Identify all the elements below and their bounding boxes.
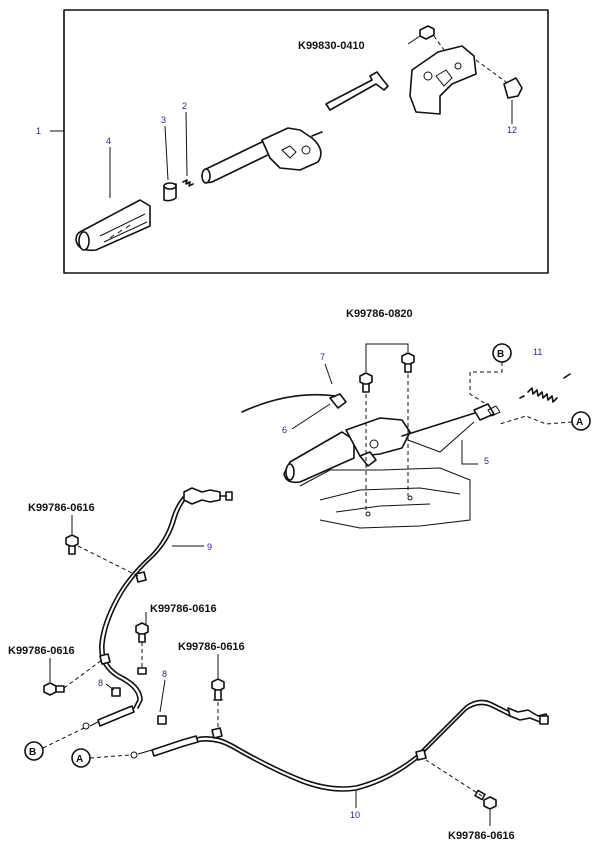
part-number-bolt-left-lower: K99786-0616 bbox=[8, 645, 75, 657]
bolt-left-lower bbox=[43, 682, 65, 696]
callout-3: 3 bbox=[161, 115, 166, 125]
callout-8b: 8 bbox=[162, 669, 167, 679]
bolt-center bbox=[211, 678, 225, 701]
callout-4: 4 bbox=[106, 136, 111, 146]
connector-b-top: B bbox=[497, 349, 504, 360]
bolt-mid bbox=[135, 622, 149, 643]
callout-5: 5 bbox=[484, 456, 489, 466]
lever-body bbox=[201, 127, 323, 184]
lever-assembly-box: 1 4 3 2 bbox=[36, 9, 549, 274]
bolt-pair bbox=[359, 352, 415, 512]
lever-grip bbox=[75, 199, 151, 252]
callout-11: 11 bbox=[533, 347, 542, 357]
callout-9: 9 bbox=[207, 542, 212, 552]
rear-cable-10 bbox=[130, 699, 549, 792]
part-number-bolt-left-upper: K99786-0616 bbox=[28, 502, 95, 514]
connector-b-left: B bbox=[29, 747, 36, 758]
bolt-bottom bbox=[474, 789, 497, 810]
cable-clip bbox=[475, 59, 523, 99]
bolt-top bbox=[419, 25, 445, 51]
button-spring bbox=[182, 179, 194, 187]
callout-12: 12 bbox=[507, 125, 517, 135]
connector-a-right: A bbox=[576, 417, 583, 428]
callout-10: 10 bbox=[350, 810, 360, 820]
connector-a-left: A bbox=[76, 754, 83, 765]
callout-2: 2 bbox=[182, 101, 187, 111]
part-number-bolt-mid: K99786-0616 bbox=[150, 603, 217, 615]
callout-8a: 8 bbox=[98, 678, 103, 688]
installed-lever-view: 6 7 K99786-0820 5 bbox=[241, 308, 591, 529]
rear-cable-9 bbox=[82, 487, 233, 730]
bolt-left-upper bbox=[65, 534, 79, 555]
part-number-bolt-bottom: K99786-0616 bbox=[448, 830, 515, 842]
release-button bbox=[163, 182, 177, 202]
part-number-bolt-pair: K99786-0820 bbox=[346, 308, 413, 320]
callout-7: 7 bbox=[320, 352, 325, 362]
part-number-bolt-center: K99786-0616 bbox=[178, 641, 245, 653]
lever-bracket bbox=[409, 45, 477, 115]
lever-rod bbox=[325, 71, 389, 111]
callout-6: 6 bbox=[282, 425, 287, 435]
part-number-bolt-top: K99830-0410 bbox=[298, 40, 365, 52]
callout-1: 1 bbox=[36, 126, 41, 136]
return-spring bbox=[519, 373, 571, 403]
